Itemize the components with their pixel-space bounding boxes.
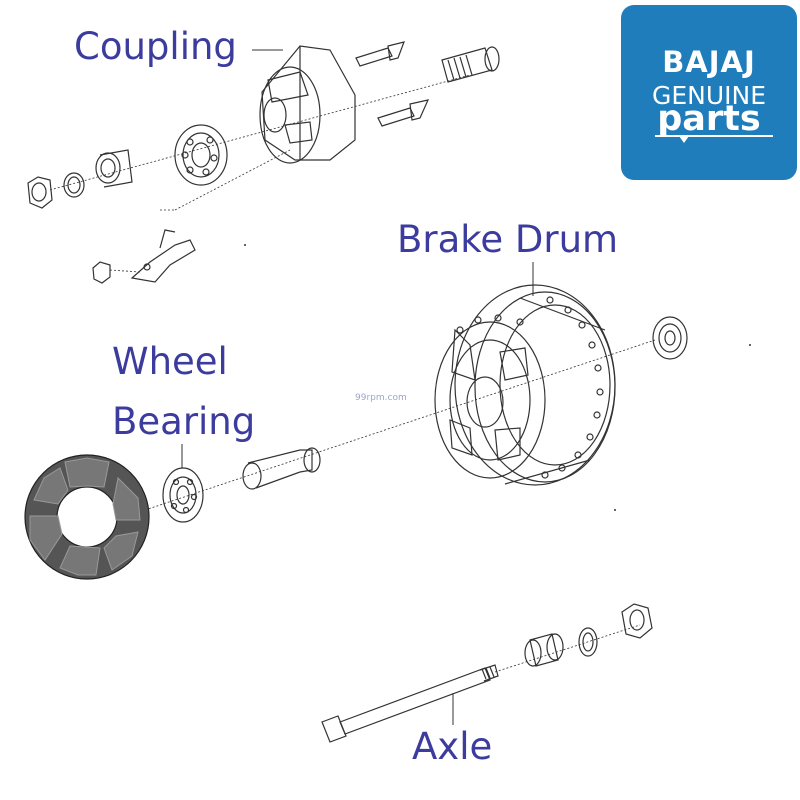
axle-washer [578,627,598,657]
axle-label: Axle [412,725,493,768]
coupling-bolt-top [355,41,405,67]
bearing-label: Bearing [112,400,256,443]
brake-drum-holes [456,296,604,479]
rubber-damper [24,454,150,580]
axle-shaft [321,664,499,743]
logo-tick-icon [679,136,689,143]
logo-brand: BAJAJ [662,45,756,79]
coupling-bolt-bottom [377,99,430,127]
wheel-label: Wheel [112,340,228,383]
brake-drum [144,284,656,511]
logo-parts: parts [657,99,761,139]
coupling-spacer [95,149,133,188]
logo-genuine: GENUINE [651,81,767,110]
threaded-stud [441,46,500,83]
small-nut [92,261,141,284]
brake-drum-label: Brake Drum [397,218,619,261]
brake-drum-bearing [652,316,688,360]
coupling-hub [259,45,356,164]
lock-plate [130,229,196,283]
axle-sleeve [242,447,321,490]
wheel-bearing [162,467,204,523]
bajaj-genuine-parts-logo: BAJAJ GENUINE parts [621,5,797,180]
axle-nut [621,603,653,639]
coupling-bearing [174,124,228,186]
coupling-washer [63,172,85,198]
watermark: 99rpm.com [355,393,407,403]
coupling-nut [27,176,53,209]
axle-assembly [321,603,653,743]
coupling-label: Coupling [74,25,237,68]
logo-underline [655,135,773,137]
coupling-assembly [27,41,500,284]
axle-spacer [524,633,564,667]
